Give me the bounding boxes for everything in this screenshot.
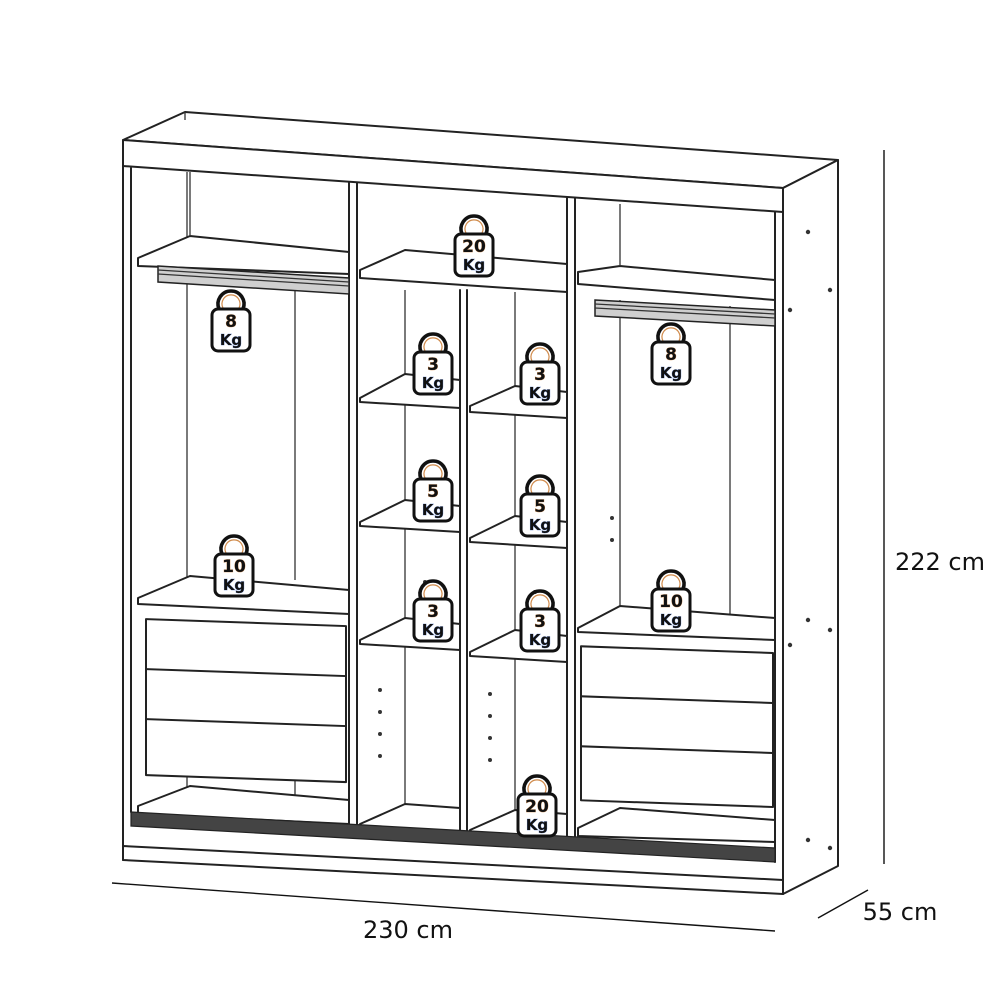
weight-value: 3 [427, 355, 439, 375]
weight-badge-icon: 3Kg [412, 332, 454, 396]
weight-unit: Kg [660, 364, 682, 382]
weight-badge-icon: 3Kg [519, 589, 561, 653]
weight-unit: Kg [223, 576, 245, 594]
weight-value: 10 [222, 557, 246, 577]
top-panel [122, 111, 839, 213]
weight-unit: Kg [422, 374, 444, 392]
weight-value: 3 [427, 602, 439, 622]
dimension-width: 230 cm [111, 882, 776, 944]
weight-unit: Kg [422, 501, 444, 519]
weight-badge-icon: 5Kg [412, 459, 454, 523]
dimension-height: 222 cm [883, 150, 985, 864]
plinth [122, 811, 784, 895]
weight-value: 10 [659, 592, 683, 612]
weight-value: 5 [534, 497, 546, 517]
weight-value: 3 [534, 365, 546, 385]
width-label: 230 cm [363, 916, 453, 944]
weight-value: 8 [665, 345, 677, 365]
right-drawer-unit [577, 605, 776, 843]
depth-label: 55 cm [863, 898, 938, 926]
right-side-panel [782, 159, 839, 895]
weight-badge-icon: 8Kg [650, 322, 692, 386]
left-drawer-unit [137, 575, 350, 825]
weight-value: 8 [225, 312, 237, 332]
hanging-rails [157, 265, 776, 327]
weight-badge-icon: 8Kg [210, 289, 252, 353]
weight-unit: Kg [422, 621, 444, 639]
dimension-depth: 55 cm [817, 889, 938, 926]
weight-value: 20 [462, 237, 486, 257]
weight-unit: Kg [529, 631, 551, 649]
weight-unit: Kg [529, 516, 551, 534]
weight-unit: Kg [526, 816, 548, 834]
weight-unit: Kg [529, 384, 551, 402]
left-drawer-3[interactable] [145, 718, 347, 784]
weight-badge-icon: 3Kg [519, 342, 561, 406]
weight-unit: Kg [660, 611, 682, 629]
weight-unit: Kg [463, 256, 485, 274]
weight-value: 20 [525, 797, 549, 817]
right-drawer-3[interactable] [580, 745, 774, 808]
weight-badge-icon: 5Kg [519, 474, 561, 538]
weight-value: 5 [427, 482, 439, 502]
height-label: 222 cm [895, 548, 985, 576]
weight-unit: Kg [220, 331, 242, 349]
weight-badge-icon: 3Kg [412, 579, 454, 643]
weight-value: 3 [534, 612, 546, 632]
